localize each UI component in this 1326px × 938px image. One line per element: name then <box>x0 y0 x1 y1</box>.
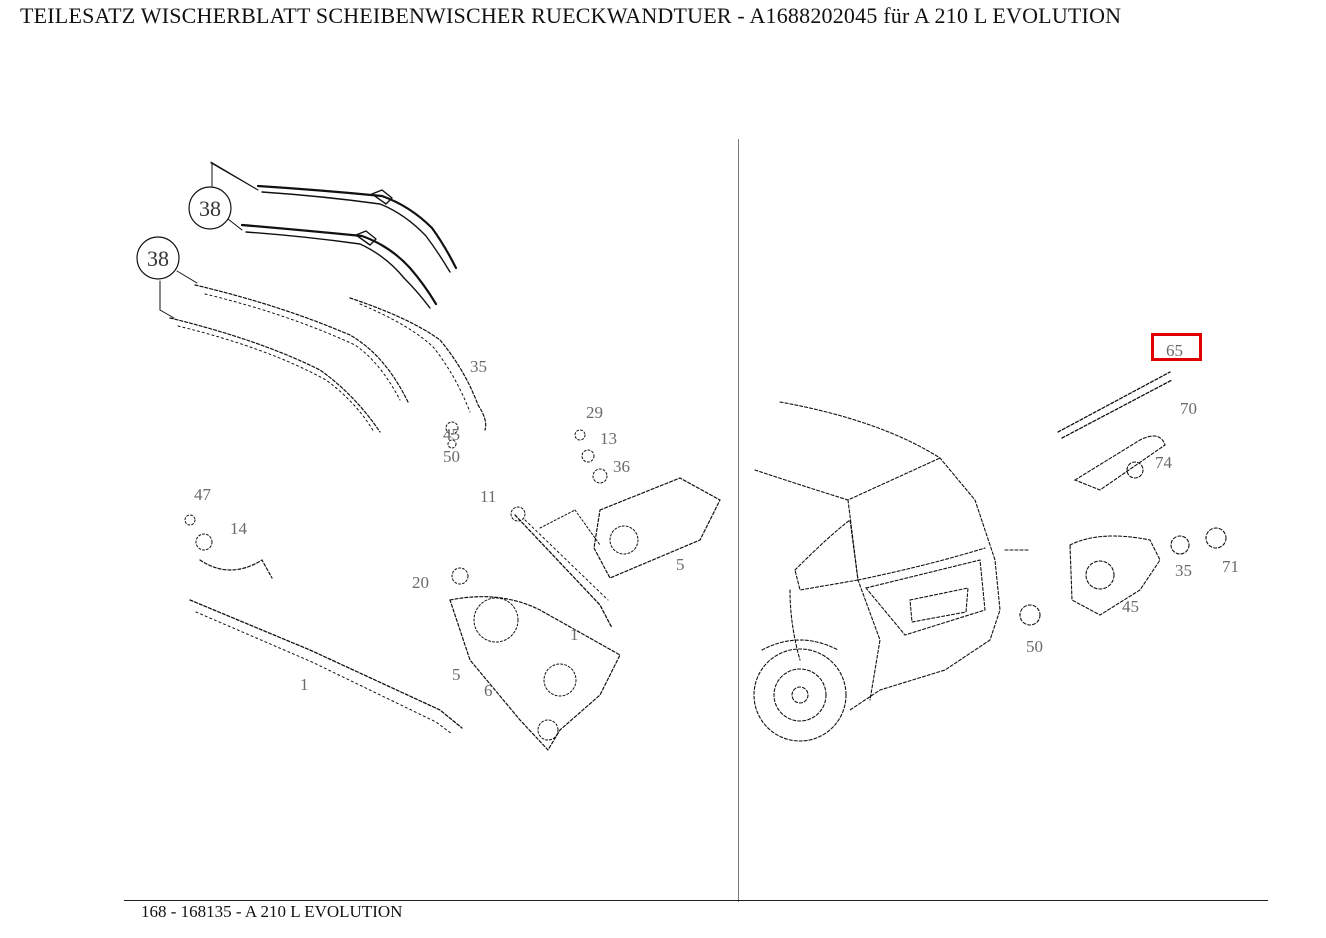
part-number: 47 <box>194 485 212 504</box>
part-numbers-left: 35 45 50 11 29 13 36 47 14 20 1 5 6 5 1 <box>194 357 685 700</box>
part-number: 36 <box>613 457 630 476</box>
highlighted-part-65[interactable] <box>1151 333 1202 361</box>
callout-label: 38 <box>147 246 169 271</box>
callout-38-lower: 38 <box>136 236 180 280</box>
part-numbers-right: 65 70 74 71 35 45 50 <box>1026 341 1239 656</box>
part-number: 74 <box>1155 453 1173 472</box>
part-number: 5 <box>452 665 461 684</box>
callout-38-upper: 38 <box>188 186 232 230</box>
wiper-blade-lower <box>240 223 438 306</box>
part-number: 50 <box>443 447 460 466</box>
panel-divider <box>738 139 739 902</box>
part-number: 70 <box>1180 399 1197 418</box>
part-number: 50 <box>1026 637 1043 656</box>
part-number: 13 <box>600 429 617 448</box>
wiper-blade-upper <box>256 184 458 270</box>
part-number: 1 <box>300 675 309 694</box>
car-body-outline <box>779 401 1001 711</box>
rear-wiper-motor <box>1069 535 1161 616</box>
front-wiper-assembly <box>159 161 721 751</box>
footer-caption: 168 - 168135 - A 210 L EVOLUTION <box>141 902 403 921</box>
part-number: 1 <box>570 625 579 644</box>
part-number: 35 <box>470 357 487 376</box>
part-number: 71 <box>1222 557 1239 576</box>
rear-wiper-arm <box>1073 435 1166 491</box>
part-number: 35 <box>1175 561 1192 580</box>
part-number: 20 <box>412 573 429 592</box>
rear-window <box>865 559 986 636</box>
footer-rule <box>124 900 1268 901</box>
rear-wheel <box>753 648 847 742</box>
rear-wiper-assembly <box>753 371 1227 742</box>
part-number: 14 <box>230 519 248 538</box>
part-number: 5 <box>676 555 685 574</box>
part-number-highlighted: 65 <box>1166 341 1183 360</box>
part-number: 11 <box>480 487 496 506</box>
part-number: 45 <box>443 425 460 444</box>
callout-label: 38 <box>199 196 221 221</box>
part-number: 6 <box>484 681 493 700</box>
part-number: 29 <box>586 403 603 422</box>
rear-wiper-blade <box>1057 371 1173 439</box>
part-number: 45 <box>1122 597 1139 616</box>
page-title: TEILESATZ WISCHERBLATT SCHEIBENWISCHER R… <box>20 3 1122 28</box>
